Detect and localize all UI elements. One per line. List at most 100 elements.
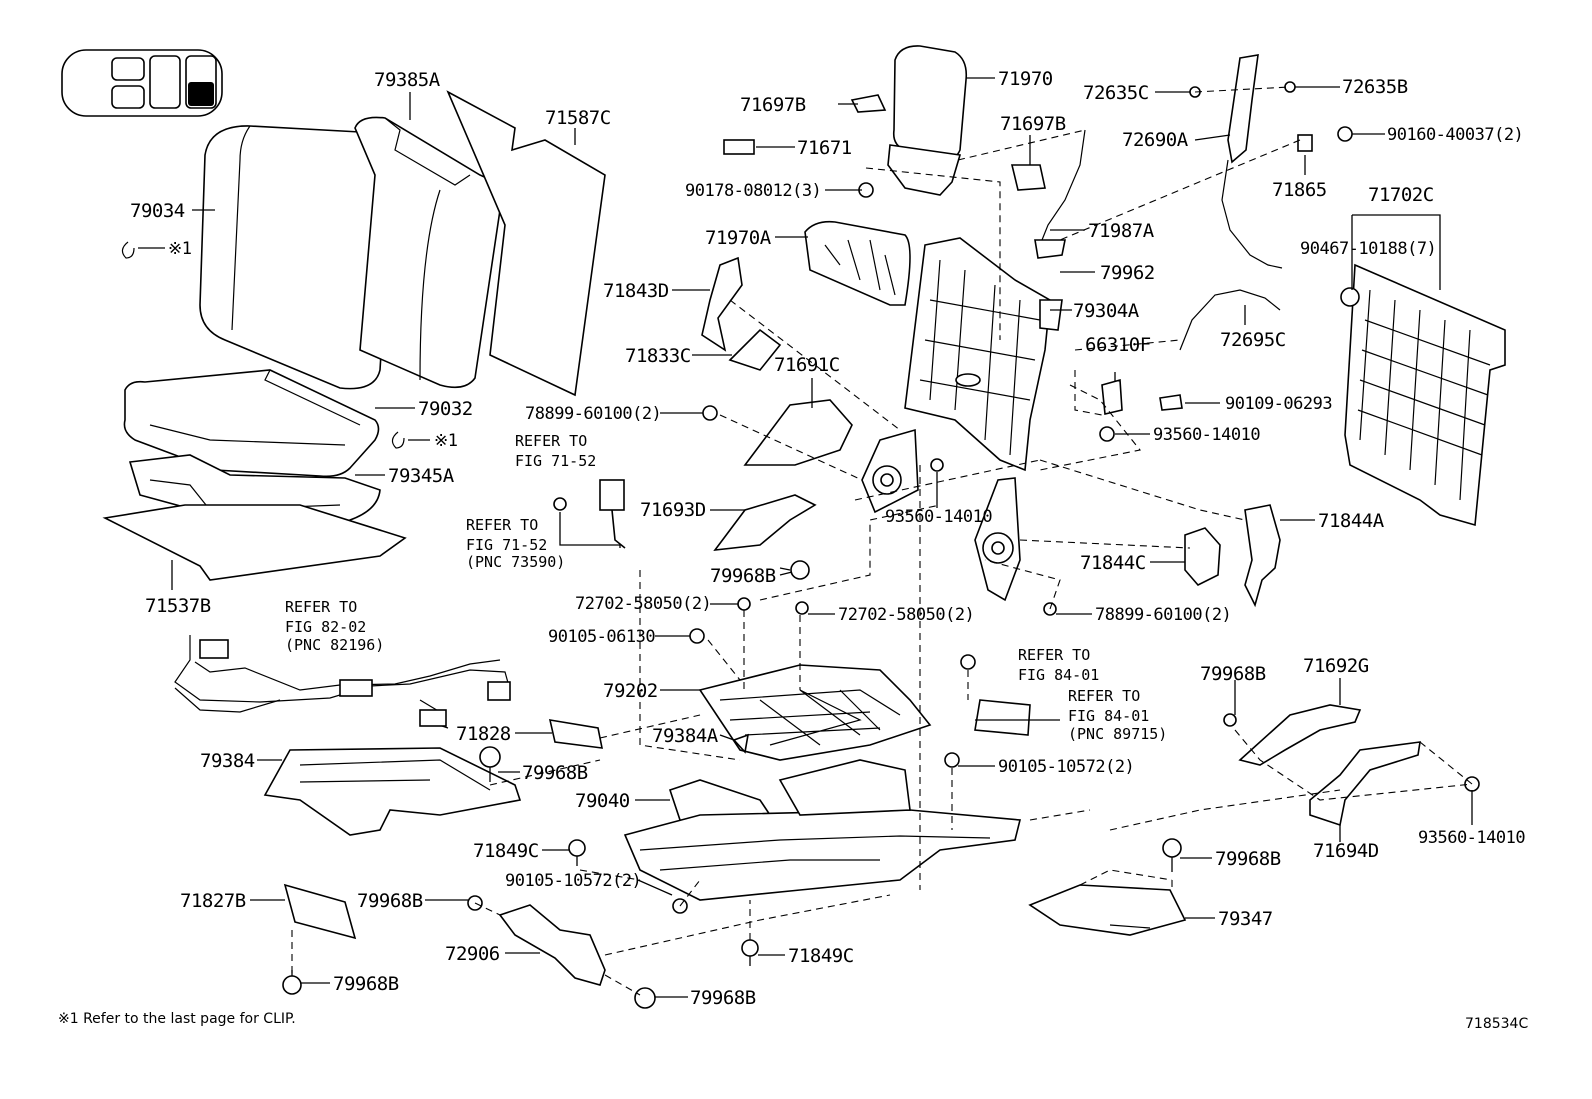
cover-71692G — [1238, 704, 1362, 766]
label-71587C: 71587C — [545, 107, 611, 129]
label-79384: 79384 — [200, 750, 255, 772]
label-71692G: 71692G — [1303, 655, 1369, 677]
label-79304A: 79304A — [1073, 300, 1140, 322]
cover-71693D — [713, 494, 817, 551]
refer-pnc-label: (PNC 73590) — [466, 553, 565, 571]
seat-position-icon — [61, 49, 223, 117]
label-71828: 71828 — [456, 723, 511, 745]
headrest — [887, 45, 968, 196]
plate-79347 — [1028, 884, 1187, 936]
footnote: ※1 Refer to the last page for CLIP. — [58, 1011, 296, 1027]
label-clip-2: ※1 — [434, 431, 458, 451]
cable-71987A — [1041, 129, 1086, 241]
label-79968B-5: 79968B — [357, 890, 423, 912]
label-90105-3: 90105-10572(2) — [505, 871, 641, 891]
label-71702C: 71702C — [1368, 184, 1434, 206]
seat-frame — [623, 664, 1022, 901]
label-90160: 90160-40037(2) — [1387, 125, 1523, 145]
label-71844A: 71844A — [1318, 510, 1385, 532]
label-93560-1: 93560-14010 — [1153, 425, 1260, 445]
seat-sheet — [102, 504, 407, 581]
label-71827B: 71827B — [180, 890, 246, 912]
cover-71691C — [743, 399, 853, 466]
label-71987A: 71987A — [1088, 220, 1155, 242]
refer-to-label: REFER TO — [515, 432, 587, 450]
label-72695C: 72695C — [1220, 329, 1286, 351]
cover-71833C — [728, 328, 782, 371]
label-79968B-3: 79968B — [522, 762, 588, 784]
label-79347: 79347 — [1218, 908, 1273, 930]
seatback-pad — [354, 116, 502, 389]
label-71865: 71865 — [1272, 179, 1327, 201]
cover-71844A — [1244, 504, 1281, 608]
label-71844C: 71844C — [1080, 552, 1146, 574]
label-78899-2: 78899-60100(2) — [1095, 605, 1231, 625]
label-72690A: 72690A — [1122, 129, 1189, 151]
label-79040: 79040 — [575, 790, 630, 812]
cable-72695C — [1179, 289, 1281, 351]
seat-lower-cover — [263, 747, 522, 836]
label-72702-2: 72702-58050(2) — [838, 605, 974, 625]
label-71849C-2: 71849C — [788, 945, 854, 967]
refer-to-label: REFER TO — [1068, 687, 1140, 705]
bracket-71828 — [548, 719, 604, 749]
connection-lines — [291, 86, 1473, 996]
label-clip-1: ※1 — [168, 239, 192, 259]
seatback-frame — [904, 237, 1066, 472]
recliner-right — [974, 477, 1021, 602]
label-71833C: 71833C — [625, 345, 691, 367]
label-79968B-4: 79968B — [1215, 848, 1281, 870]
seatback-back-board — [1344, 263, 1506, 527]
refer-fig-label: FIG 82-02 — [285, 618, 366, 636]
label-71843D: 71843D — [603, 280, 669, 302]
seatback-trim-71970A — [804, 220, 911, 306]
label-71671: 71671 — [797, 137, 852, 159]
label-90109: 90109-06293 — [1225, 394, 1332, 414]
label-72635C: 72635C — [1083, 82, 1149, 104]
label-90105-1: 90105-06130 — [548, 627, 655, 647]
cover-71844C — [1184, 527, 1221, 586]
refer-fig-label: FIG 71-52 — [466, 536, 547, 554]
label-79968B-7: 79968B — [690, 987, 756, 1009]
figure-code: 718534C — [1465, 1016, 1528, 1032]
label-71849C-1: 71849C — [473, 840, 539, 862]
refer-to-label: REFER TO — [466, 516, 538, 534]
part-labels: 79385A 71587C 79034 ※1 79032 ※1 79345A 7… — [130, 68, 1526, 1009]
label-79968B-6: 79968B — [333, 973, 399, 995]
seatback-board — [446, 90, 606, 397]
label-71691C: 71691C — [774, 354, 840, 376]
label-71693D: 71693D — [640, 499, 706, 521]
label-79032: 79032 — [418, 398, 473, 420]
cable-72690A — [1221, 54, 1283, 269]
label-71970: 71970 — [998, 68, 1053, 90]
wire-harness — [174, 635, 511, 729]
label-90105-2: 90105-10572(2) — [998, 757, 1134, 777]
label-79202: 79202 — [603, 680, 658, 702]
label-72906: 72906 — [445, 943, 500, 965]
label-93560-2: 93560-14010 — [885, 507, 992, 527]
cover-71694D — [1309, 741, 1421, 827]
label-90178: 90178-08012(3) — [685, 181, 821, 201]
refer-pnc-label: (PNC 82196) — [285, 636, 384, 654]
plate-71827B — [283, 883, 357, 940]
label-78899-1: 78899-60100(2) — [525, 404, 661, 424]
label-71697B-1: 71697B — [740, 94, 806, 116]
headrest-guide — [723, 94, 1046, 198]
clip-icon — [121, 241, 405, 449]
refer-fig-label: FIG 84-01 — [1018, 666, 1099, 684]
label-71537B: 71537B — [145, 595, 211, 617]
refer-pnc-label: (PNC 89715) — [1068, 725, 1167, 743]
label-79968B-1: 79968B — [710, 565, 776, 587]
leader-lines — [138, 77, 1473, 998]
label-79345A: 79345A — [388, 465, 455, 487]
label-72635B: 72635B — [1342, 76, 1408, 98]
seat-cushion — [123, 369, 380, 478]
label-71697B-2: 71697B — [1000, 113, 1066, 135]
label-71970A: 71970A — [705, 227, 772, 249]
label-79968B-2: 79968B — [1200, 663, 1266, 685]
label-90467: 90467-10188(7) — [1300, 239, 1436, 259]
label-71694D: 71694D — [1313, 840, 1379, 862]
label-79384A: 79384A — [652, 725, 719, 747]
refer-fig-label: FIG 84-01 — [1068, 707, 1149, 725]
